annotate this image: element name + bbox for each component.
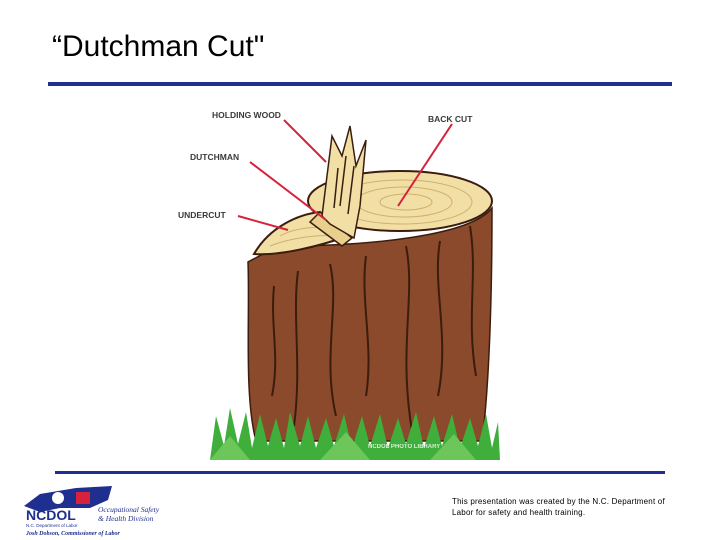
- footer-credit-note: This presentation was created by the N.C…: [452, 497, 665, 517]
- slide-title: “Dutchman Cut": [52, 30, 265, 63]
- stump-trunk: [247, 205, 493, 442]
- dutchman-wedge: [308, 210, 354, 247]
- pointer-lines: [237, 119, 453, 231]
- grass: [210, 408, 500, 460]
- pointer-undercut: [237, 215, 289, 231]
- title-divider: [48, 82, 672, 86]
- bark-grain: [271, 225, 477, 432]
- label-dutchman: DUTCHMAN: [190, 152, 239, 162]
- pointer-back-cut: [397, 123, 453, 207]
- photo-watermark: NCDOL PHOTO LIBRARY: [368, 444, 440, 450]
- svg-text:N.C. Department of Labor: N.C. Department of Labor: [26, 523, 78, 528]
- svg-text:& Health Division: & Health Division: [98, 514, 154, 523]
- ncdol-logo: NCDOL N.C. Department of Labor Occupatio…: [24, 486, 160, 537]
- worker-icon: [52, 492, 64, 504]
- pointer-dutchman: [249, 161, 327, 221]
- footer-divider: [55, 471, 665, 474]
- svg-text:Josh Dobson, Commissioner of L: Josh Dobson, Commissioner of Labor: [25, 531, 121, 537]
- svg-text:NCDOL: NCDOL: [26, 507, 76, 523]
- pointer-holding-wood: [283, 119, 327, 163]
- holding-wood-splinters: [321, 125, 367, 240]
- label-holding-wood: HOLDING WOOD: [212, 110, 281, 120]
- label-back-cut: BACK CUT: [428, 114, 473, 124]
- safety-icon: [76, 492, 90, 504]
- label-undercut: UNDERCUT: [178, 210, 227, 220]
- svg-text:Occupational Safety: Occupational Safety: [98, 505, 160, 514]
- tree-stump-illustration: NCDOL PHOTO LIBRARY HOLDING WOOD BACK CU…: [178, 110, 500, 460]
